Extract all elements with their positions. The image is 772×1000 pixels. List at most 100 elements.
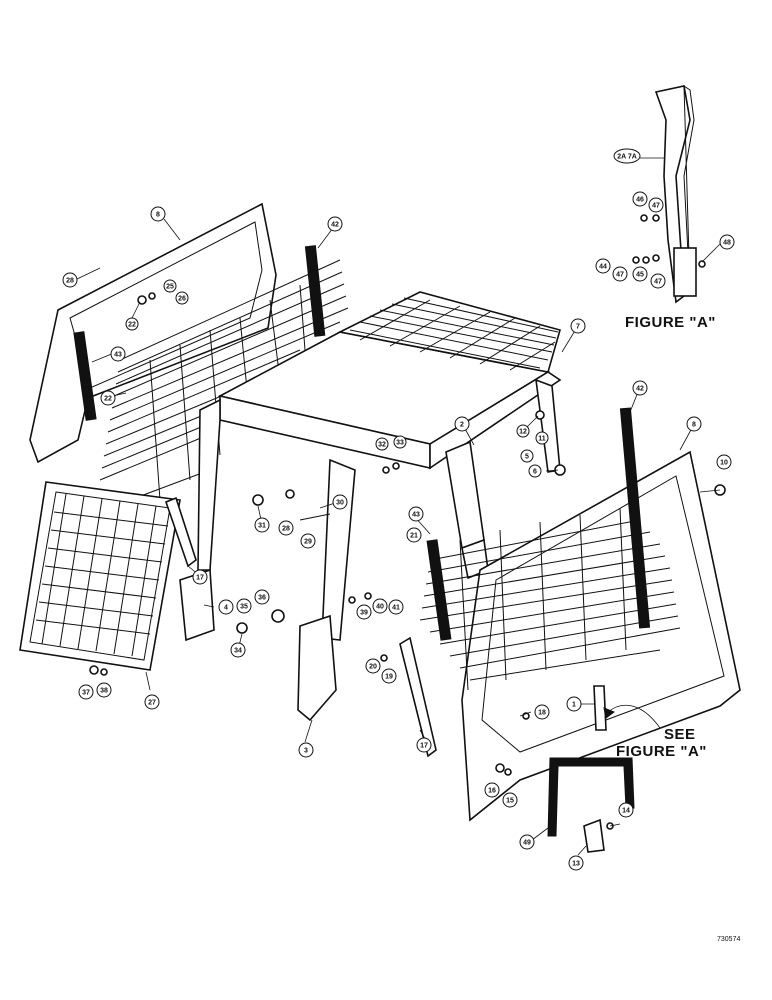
svg-text:17: 17: [420, 743, 428, 750]
guard-49: [547, 757, 635, 837]
callout-bubbles: 8 28 25 26 22 42 43 22 7 12 11 42 8 10 3…: [62, 148, 735, 871]
svg-text:2: 2: [460, 422, 464, 429]
callout-17b: 17: [416, 737, 432, 753]
drawing-number: 730574: [717, 936, 741, 943]
plate-1: [593, 685, 607, 731]
rear-grille-mesh: [35, 493, 169, 657]
callout-32: 32: [375, 437, 389, 451]
bracket-13: [583, 818, 605, 853]
callout-26: 26: [175, 291, 189, 305]
callout-7: 7: [570, 318, 586, 334]
svg-text:41: 41: [392, 605, 400, 612]
callout-4: 4: [218, 599, 234, 615]
svg-text:17: 17: [196, 575, 204, 582]
svg-text:28: 28: [282, 526, 290, 533]
callout-37: 37: [78, 684, 94, 700]
svg-text:32: 32: [378, 442, 386, 449]
rear-grille: [19, 481, 181, 671]
right-seal-strip: [619, 407, 651, 629]
svg-text:30: 30: [336, 500, 344, 507]
see-figure-arrow: [607, 704, 661, 729]
callout-49: 49: [519, 834, 535, 850]
callout-19: 19: [381, 668, 397, 684]
left-side-screen-frame: [29, 202, 349, 501]
svg-text:12: 12: [519, 429, 527, 436]
callout-2: 2: [454, 416, 470, 432]
svg-text:10: 10: [720, 460, 728, 467]
callout-25: 25: [163, 279, 177, 293]
callout-31: 31: [254, 517, 270, 533]
callout-22a: 22: [125, 317, 139, 331]
see-figure-arrowhead: [603, 707, 616, 719]
callout-21: 21: [406, 527, 422, 543]
figure-a-title: FIGURE "A": [625, 314, 716, 331]
svg-text:18: 18: [538, 710, 546, 717]
svg-text:47: 47: [652, 203, 660, 210]
callout-2a-7a: 2A 7A: [613, 148, 641, 164]
svg-text:36: 36: [258, 595, 266, 602]
svg-text:28: 28: [66, 278, 74, 285]
callout-10: 10: [716, 454, 732, 470]
callout-39: 39: [356, 604, 372, 620]
callout-38: 38: [96, 682, 112, 698]
right-inner-seal-strip: [426, 539, 452, 641]
svg-text:13: 13: [572, 861, 580, 868]
callout-46: 46: [632, 191, 648, 207]
roof-mesh: [349, 297, 559, 371]
callout-42-right: 42: [632, 380, 648, 396]
svg-text:38: 38: [100, 688, 108, 695]
callout-17a: 17: [192, 569, 208, 585]
callout-8-left: 8: [150, 206, 166, 222]
svg-text:16: 16: [488, 788, 496, 795]
svg-text:42: 42: [636, 386, 644, 393]
callout-6: 6: [528, 464, 542, 478]
svg-text:22: 22: [104, 396, 112, 403]
callout-34: 34: [230, 642, 246, 658]
svg-text:22: 22: [128, 322, 136, 329]
callout-1: 1: [566, 696, 582, 712]
callout-20: 20: [365, 658, 381, 674]
callout-18: 18: [534, 704, 550, 720]
callout-11: 11: [535, 431, 549, 445]
svg-text:42: 42: [331, 222, 339, 229]
svg-text:6: 6: [533, 469, 537, 476]
svg-text:40: 40: [376, 604, 384, 611]
svg-text:29: 29: [304, 539, 312, 546]
svg-text:48: 48: [723, 240, 731, 247]
svg-text:8: 8: [692, 422, 696, 429]
svg-text:14: 14: [622, 808, 630, 815]
callout-47c: 47: [650, 273, 666, 289]
callout-40: 40: [372, 598, 388, 614]
callout-14: 14: [618, 802, 634, 818]
callout-27: 27: [144, 694, 160, 710]
svg-text:46: 46: [636, 197, 644, 204]
svg-text:21: 21: [410, 533, 418, 540]
left-seal-strip: [73, 331, 97, 421]
callout-3: 3: [298, 742, 314, 758]
svg-text:44: 44: [599, 264, 607, 271]
svg-text:3: 3: [304, 748, 308, 755]
callout-42-top: 42: [327, 216, 343, 232]
callout-44: 44: [595, 258, 611, 274]
callout-29: 29: [300, 533, 316, 549]
svg-text:15: 15: [506, 798, 514, 805]
callout-15: 15: [502, 792, 518, 808]
svg-text:8: 8: [156, 212, 160, 219]
svg-text:39: 39: [360, 610, 368, 617]
top-left-seal-strip: [304, 245, 326, 337]
callout-28: 28: [62, 272, 78, 288]
svg-text:26: 26: [178, 296, 186, 303]
svg-text:1: 1: [572, 702, 576, 709]
small-parts: [89, 292, 726, 853]
svg-text:4: 4: [224, 605, 228, 612]
callout-5: 5: [520, 449, 534, 463]
svg-text:11: 11: [538, 436, 546, 443]
canopy-roof: [197, 291, 562, 641]
svg-text:37: 37: [82, 690, 90, 697]
right-side-screen-frame: [419, 407, 741, 822]
callout-22b: 22: [100, 390, 116, 406]
svg-text:47: 47: [654, 279, 662, 286]
see-figure-a-label: FIGURE "A": [616, 743, 707, 760]
svg-text:33: 33: [396, 440, 404, 447]
callout-36: 36: [254, 589, 270, 605]
